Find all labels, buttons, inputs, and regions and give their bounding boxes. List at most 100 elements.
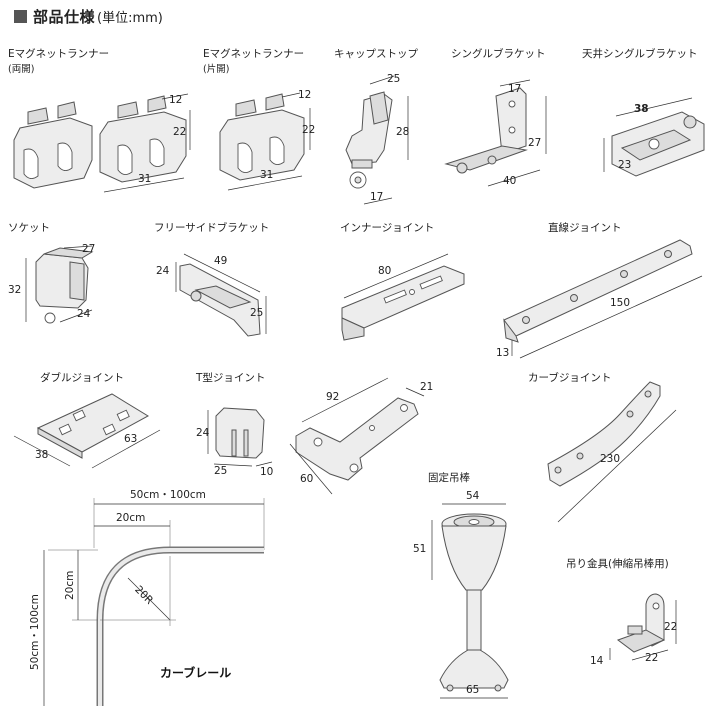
t-plate-dim-3: 60 bbox=[300, 473, 313, 485]
runner-double-dim-2: 22 bbox=[173, 126, 186, 138]
runner-right-tab-2 bbox=[147, 95, 167, 113]
cap-stop-dim-1: 25 bbox=[387, 73, 400, 85]
curve-joint-dim-1: 230 bbox=[600, 453, 620, 465]
fixed-rod-wheel-1 bbox=[446, 684, 454, 692]
inner-joint-plate bbox=[341, 265, 465, 329]
runner-single-tab-2 bbox=[265, 93, 285, 111]
part-t-plate: 92 21 60 bbox=[289, 377, 433, 495]
free-side-bracket-dim-3: 25 bbox=[250, 307, 263, 319]
header-unit: (単位:mm) bbox=[97, 10, 163, 26]
hanger-clip bbox=[627, 625, 643, 635]
curve-rail-dim-5: 50cm・100cm bbox=[29, 594, 41, 670]
straight-joint-bar bbox=[503, 239, 693, 337]
hanger-top-hole bbox=[652, 602, 660, 610]
cap-stop-dim-3: 17 bbox=[370, 191, 383, 203]
runner-right-hook-1 bbox=[117, 144, 133, 175]
runner-double-variant: (両開) bbox=[8, 64, 34, 75]
ceiling-bracket-hole bbox=[648, 138, 660, 150]
inner-joint-hole bbox=[409, 289, 415, 295]
curve-joint-screw-2 bbox=[576, 452, 584, 460]
free-side-bracket-base bbox=[194, 285, 252, 309]
double-joint-hole-2 bbox=[102, 423, 116, 436]
straight-joint-end bbox=[503, 318, 519, 343]
dimline-92 bbox=[301, 377, 389, 423]
t-plate-hole-2 bbox=[349, 463, 359, 473]
fixed-rod-dim-3: 65 bbox=[466, 684, 479, 696]
fixed-rod-wheel-2 bbox=[494, 684, 502, 692]
hanger-name: 吊り金具(伸縮吊棒用) bbox=[566, 557, 669, 570]
dimline-25 bbox=[369, 75, 395, 85]
dimline-25-c bbox=[213, 463, 253, 467]
dimline-63 bbox=[91, 429, 161, 469]
part-curve-rail: 50cm・100cm 20cm 20cm 20R 50cm・100cm カーブレ… bbox=[29, 489, 265, 706]
runner-single-name: Eマグネットランナー bbox=[203, 47, 304, 60]
hanger-dim-2: 14 bbox=[590, 655, 604, 667]
dimline-27-b bbox=[63, 245, 93, 249]
fixed-rod-foot bbox=[439, 649, 509, 689]
part-runner-double: Eマグネットランナー (両開) 12 22 31 bbox=[8, 47, 191, 193]
double-joint-hole-1 bbox=[72, 409, 86, 422]
single-bracket-hole-2 bbox=[508, 126, 516, 134]
t-plate-body bbox=[295, 397, 419, 481]
t-joint-name: T型ジョイント bbox=[195, 371, 265, 384]
free-side-bracket-screw bbox=[190, 290, 202, 302]
curve-joint-screw-4 bbox=[644, 390, 652, 398]
single-bracket-hole-1 bbox=[508, 100, 516, 108]
cap-stop-name: キャップストップ bbox=[334, 48, 418, 60]
dimline-12-b bbox=[281, 92, 301, 98]
header-square-icon bbox=[14, 9, 27, 23]
double-joint-dim-1: 38 bbox=[35, 449, 48, 461]
dimline-rail-radius bbox=[127, 577, 171, 621]
free-side-bracket-dim-1: 49 bbox=[214, 255, 227, 267]
dimline-60 bbox=[289, 443, 333, 495]
part-free-side-bracket: フリーサイドブラケット 49 24 25 bbox=[154, 221, 269, 337]
curve-joint-name: カーブジョイント bbox=[528, 371, 611, 384]
inner-joint-dim-1: 80 bbox=[378, 265, 391, 277]
runner-single-variant: (片開) bbox=[203, 63, 229, 75]
inner-joint-slot-2 bbox=[419, 275, 443, 290]
dimline-38-b bbox=[13, 435, 71, 467]
socket-dim-1: 27 bbox=[82, 243, 95, 255]
runner-single-hook-2 bbox=[269, 136, 285, 165]
ceiling-bracket-screw bbox=[683, 115, 697, 129]
fixed-rod-shaft bbox=[466, 589, 482, 651]
curve-rail-dim-3: 20cm bbox=[64, 571, 76, 600]
header: 部品仕様 (単位:mm) bbox=[14, 6, 163, 26]
dimline-17-b bbox=[499, 79, 531, 87]
runner-left-tab-1 bbox=[27, 107, 49, 125]
part-hanger: 吊り金具(伸縮吊棒用) 22 14 22 bbox=[566, 557, 677, 667]
straight-joint-screw-4 bbox=[664, 250, 672, 258]
runner-double-name: Eマグネットランナー bbox=[8, 47, 109, 60]
part-fixed-rod: 固定吊棒 54 51 65 bbox=[413, 471, 509, 699]
runner-single-tab-1 bbox=[235, 99, 257, 117]
fixed-rod-cone bbox=[441, 525, 507, 591]
socket-dim-2: 32 bbox=[8, 284, 21, 296]
runner-double-dim-3: 31 bbox=[138, 173, 151, 185]
t-joint-slot-1 bbox=[231, 429, 237, 457]
part-runner-single: Eマグネットランナー (片開) 12 22 31 bbox=[203, 47, 315, 191]
double-joint-name: ダブルジョイント bbox=[40, 371, 124, 384]
socket-side bbox=[69, 261, 85, 301]
socket-name: ソケット bbox=[8, 222, 50, 234]
dimline-80 bbox=[343, 253, 449, 299]
part-curve-joint: カーブジョイント 230 bbox=[528, 371, 677, 523]
part-cap-stop: キャップストップ 25 28 17 bbox=[334, 48, 418, 205]
curve-rail-dim-1: 50cm・100cm bbox=[130, 489, 206, 501]
runner-single-dim-1: 12 bbox=[298, 89, 311, 101]
curve-rail-shape bbox=[96, 546, 264, 706]
single-bracket-dim-3: 40 bbox=[503, 175, 516, 187]
curve-joint-bar bbox=[547, 381, 661, 487]
curve-rail-dim-4: 20R bbox=[132, 584, 155, 607]
part-inner-joint: インナージョイント 80 bbox=[340, 222, 465, 341]
t-plate-hole-4 bbox=[400, 404, 408, 412]
straight-joint-screw-2 bbox=[570, 294, 578, 302]
t-plate-dim-1: 92 bbox=[326, 391, 339, 403]
dimline-17-a bbox=[363, 197, 393, 205]
free-side-bracket-dim-2: 24 bbox=[156, 265, 170, 277]
runner-single-hook-1 bbox=[237, 142, 253, 173]
runner-left-tab-2 bbox=[57, 101, 77, 119]
socket-dim-3: 24 bbox=[77, 308, 91, 320]
double-joint-hole-3 bbox=[58, 423, 72, 436]
fixed-rod-name: 固定吊棒 bbox=[428, 471, 470, 484]
